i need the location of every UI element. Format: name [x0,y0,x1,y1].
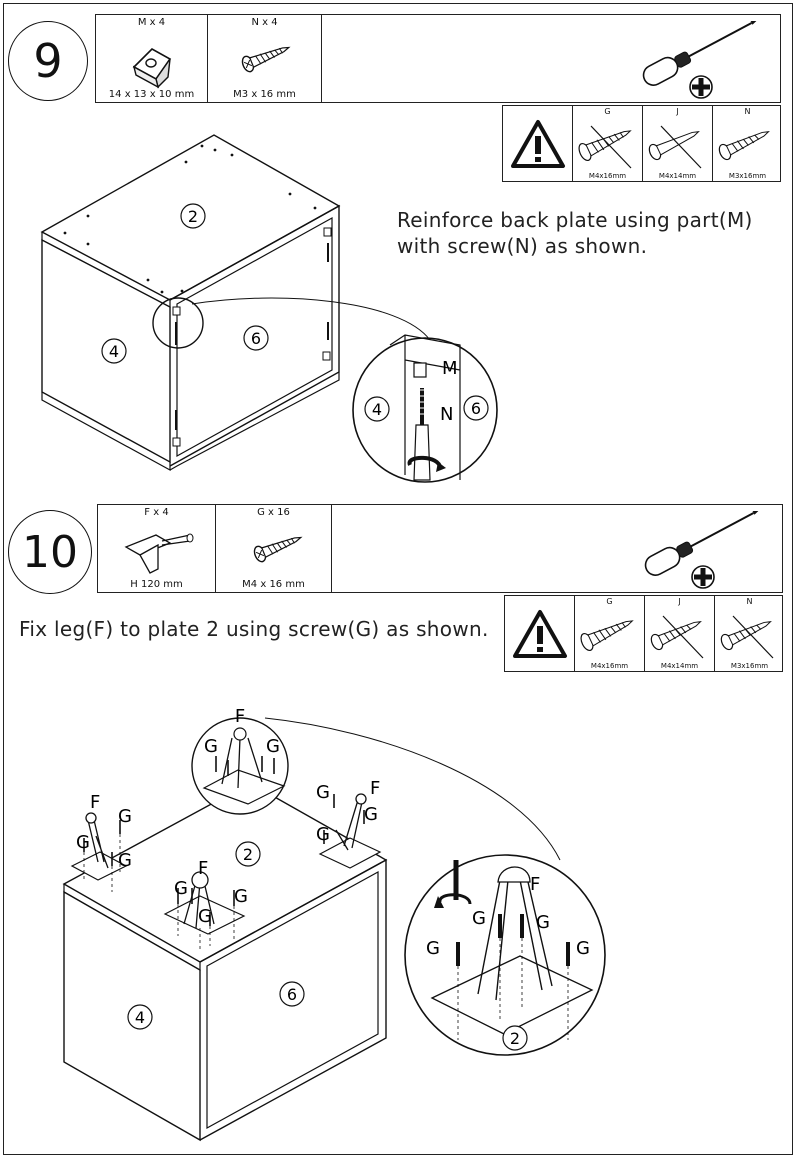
warning-screw-g: G M4x16mm [573,106,643,181]
screw-letter: N [746,597,753,606]
leg-label: F [530,874,540,895]
screw-letter: J [678,597,681,606]
warning-box-step10: G M4x16mm J M4x14mm N M3x16mm [504,595,783,672]
screw-letter: G [604,107,611,116]
warning-triangle-icon [513,610,567,658]
screw-label: G [118,806,132,827]
plate-label-2: 2 [243,845,253,864]
step-number-label: 10 [22,526,78,578]
screw-label: G [266,736,280,757]
leg-label: F [198,858,208,879]
screw-icon [718,131,770,161]
step9-instruction: Reinforce back plate using part(M) with … [397,207,753,259]
screw-size: M3x16mm [730,662,769,670]
parts-box-step9: M x 4 14 x 13 x 10 mm N x 4 M3 x 16 mm [95,14,781,103]
screw-label: G [198,906,212,927]
screw-label: G [234,886,248,907]
part-size: H 120 mm [130,579,183,590]
screw-icon [720,615,774,659]
detail-label-m: M [442,358,458,379]
parts-box-step10: F x 4 H 120 mm G x 16 M4 x 16 mm [97,504,783,593]
part-cell-g: G x 16 M4 x 16 mm [216,505,332,592]
screw-label: G [364,804,378,825]
leg-icon [124,533,194,574]
screwdriver-icon [642,21,758,99]
detail-label-n: N [440,404,453,425]
part-qty: N x 4 [251,17,278,28]
screw-size: M4x14mm [658,172,697,180]
plate-label-4: 4 [109,342,119,361]
step10-instruction: Fix leg(F) to plate 2 using screw(G) as … [19,616,489,642]
leg-label: F [370,778,380,799]
part-cell-m: M x 4 14 x 13 x 10 mm [96,15,208,102]
step9-cabinet-illustration: 2 4 6 M N 4 6 [40,134,498,483]
detail-label-4: 4 [372,400,382,419]
part-cell-f: F x 4 H 120 mm [98,505,216,592]
step-number-label: 9 [33,34,63,88]
screw-label: G [118,850,132,871]
screw-size: M4x16mm [590,662,629,670]
page-frame [3,3,793,1155]
instruction-line: Fix leg(F) to plate 2 using screw(G) as … [19,617,489,641]
screw-icon [241,46,291,73]
screw-letter: N [744,107,751,116]
warning-box-step9: G M4x16mm J M4x14mm N M3x16mm [502,105,781,182]
part-size: M4 x 16 mm [242,579,305,590]
screw-label: G [316,824,330,845]
detail-label-2: 2 [510,1029,520,1048]
screw-letter: J [676,107,679,116]
part-cell-n: N x 4 M3 x 16 mm [208,15,322,102]
detail-label-6: 6 [471,399,481,418]
plate-label-6: 6 [251,329,261,348]
step-number-10: 10 [8,510,92,594]
leg-label: F [235,706,245,727]
plate-label-2: 2 [188,207,198,226]
warning-screw-j: J M4x14mm [645,596,715,671]
warning-screw-g: G M4x16mm [575,596,645,671]
part-qty: G x 16 [257,507,290,518]
screw-label: G [76,832,90,853]
screw-label: G [472,908,486,929]
screw-label: G [536,912,550,933]
part-qty: F x 4 [144,507,169,518]
warning-icon-cell [503,106,573,181]
bracket-icon [132,48,172,89]
step-number-9: 9 [8,21,88,101]
screw-icon [578,125,632,169]
plate-label-6: 6 [287,985,297,1004]
screwdriver-icon [644,511,760,589]
instruction-line: with screw(N) as shown. [397,234,648,258]
screw-icon [650,615,704,659]
warning-screw-n: N M3x16mm [713,106,782,181]
plate-label-4: 4 [135,1008,145,1027]
warning-screw-n: N M3x16mm [715,596,784,671]
screw-label: G [576,938,590,959]
screw-label: G [204,736,218,757]
screw-letter: G [606,597,613,606]
screw-size: M4x16mm [588,172,627,180]
leg-label: F [90,792,100,813]
screw-label: G [426,938,440,959]
screw-icon [580,620,634,652]
screw-size: M3x16mm [728,172,767,180]
screw-icon [253,536,303,563]
part-size: M3 x 16 mm [233,89,296,100]
warning-icon-cell [505,596,575,671]
warning-screw-j: J M4x14mm [643,106,713,181]
warning-triangle-icon [511,120,565,168]
part-qty: M x 4 [137,17,166,28]
screw-label: G [174,878,188,899]
instruction-line: Reinforce back plate using part(M) [397,208,753,232]
screw-size: M4x14mm [660,662,699,670]
part-size: 14 x 13 x 10 mm [108,89,195,100]
screw-label: G [316,782,330,803]
screw-icon [648,125,702,169]
